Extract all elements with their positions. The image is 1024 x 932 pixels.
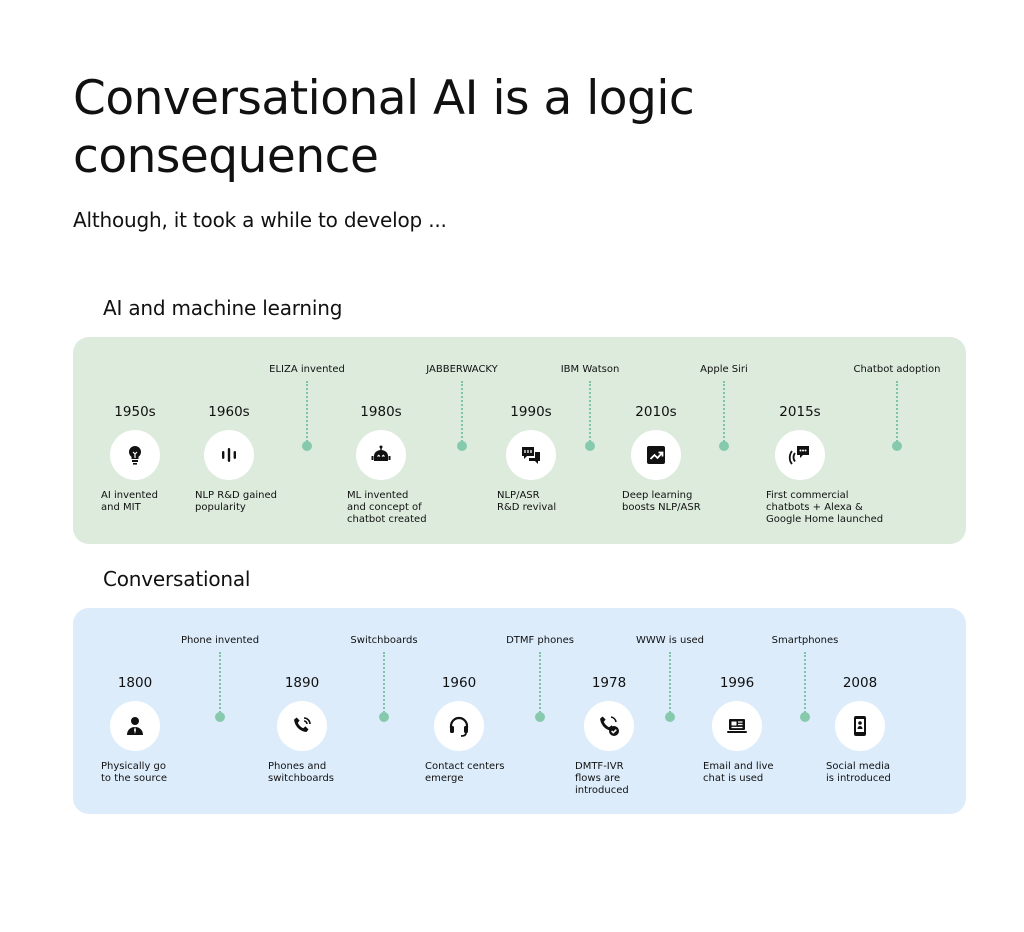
event-label: Switchboards (350, 635, 418, 646)
event-connector (804, 652, 806, 716)
chat-bubbles-icon (506, 430, 556, 480)
milestone-description: First commercial chatbots + Alexa & Goog… (766, 490, 884, 525)
event-label: JABBERWACKY (426, 364, 498, 375)
milestone-description: Deep learning boosts NLP/ASR (622, 490, 701, 513)
event-connector (896, 381, 898, 445)
milestone-description: Phones and switchboards (268, 761, 335, 784)
event-dot (665, 712, 675, 722)
laptop-icon (712, 701, 762, 751)
milestone-year: 1890 (284, 675, 320, 691)
event-dot (215, 712, 225, 722)
event-label: DTMF phones (506, 635, 574, 646)
milestone-year: 1960s (208, 404, 250, 420)
milestone-year: 1950s (114, 404, 156, 420)
event-label: Chatbot adoption (853, 364, 941, 375)
event-dot (892, 441, 902, 451)
event-label: WWW is used (635, 635, 705, 646)
event-connector (669, 652, 671, 716)
milestone-description: NLP R&D gained popularity (195, 490, 277, 513)
event-dot (585, 441, 595, 451)
event-dot (379, 712, 389, 722)
event-connector (539, 652, 541, 716)
event-connector (383, 652, 385, 716)
event-connector (461, 381, 463, 445)
audio-waveform-icon (204, 430, 254, 480)
voice-chat-icon (775, 430, 825, 480)
event-connector (219, 652, 221, 716)
lightbulb-icon (110, 430, 160, 480)
milestone-description: Contact centers emerge (425, 761, 505, 784)
event-label: ELIZA invented (269, 364, 345, 375)
robot-icon (356, 430, 406, 480)
event-connector (589, 381, 591, 445)
milestone-description: NLP/ASR R&D revival (497, 490, 557, 513)
page-subtitle: Although, it took a while to develop ... (73, 208, 447, 232)
milestone-year: 2010s (635, 404, 677, 420)
timeline-panel-ai: 1950s AI invented and MIT 1960s NLP R&D … (73, 337, 966, 544)
section-title-conversational: Conversational (103, 567, 251, 591)
milestone-year: 1800 (117, 675, 153, 691)
event-connector (306, 381, 308, 445)
headset-icon (434, 701, 484, 751)
event-label: IBM Watson (560, 364, 620, 375)
timeline-panel-conversational: 1800 Physically go to the source 1890 Ph… (73, 608, 966, 814)
event-label: Smartphones (771, 635, 839, 646)
event-label: Phone invented (180, 635, 260, 646)
event-dot (457, 441, 467, 451)
section-title-ai: AI and machine learning (103, 296, 343, 320)
milestone-description: Social media is introduced (826, 761, 891, 784)
milestone-year: 1996 (719, 675, 755, 691)
event-label: Apple Siri (700, 364, 748, 375)
milestone-year: 2015s (779, 404, 821, 420)
event-dot (302, 441, 312, 451)
person-icon (110, 701, 160, 751)
event-connector (723, 381, 725, 445)
event-dot (719, 441, 729, 451)
trending-up-icon (631, 430, 681, 480)
milestone-year: 1978 (591, 675, 627, 691)
phone-icon (277, 701, 327, 751)
milestone-year: 1960 (441, 675, 477, 691)
milestone-year: 1980s (360, 404, 402, 420)
milestone-description: ML invented and concept of chatbot creat… (347, 490, 427, 525)
milestone-year: 1990s (510, 404, 552, 420)
milestone-description: AI invented and MIT (101, 490, 158, 513)
smartphone-icon (835, 701, 885, 751)
event-dot (535, 712, 545, 722)
phone-check-icon (584, 701, 634, 751)
event-dot (800, 712, 810, 722)
page-title: Conversational AI is a logic consequence (73, 71, 695, 184)
milestone-description: Email and live chat is used (703, 761, 774, 784)
milestone-description: DMTF-IVR flows are introduced (575, 761, 629, 796)
milestone-description: Physically go to the source (101, 761, 168, 784)
milestone-year: 2008 (842, 675, 878, 691)
